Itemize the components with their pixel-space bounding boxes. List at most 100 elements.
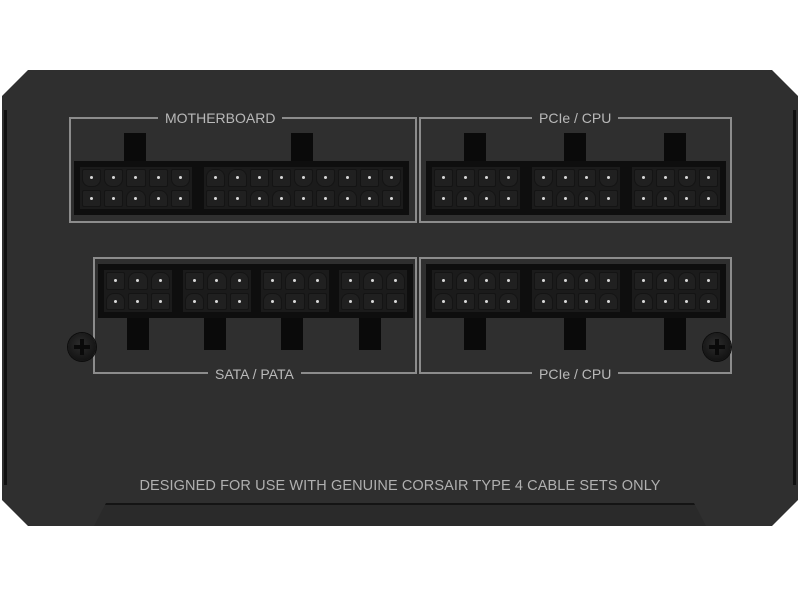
pin: [126, 189, 146, 207]
pin: [206, 169, 225, 187]
pin: [534, 169, 553, 187]
pin: [599, 169, 618, 187]
pcie-cpu-top-connector-3[interactable]: [626, 161, 726, 215]
pin: [207, 292, 227, 310]
pin: [338, 169, 357, 187]
pin: [555, 189, 575, 207]
pin: [577, 272, 597, 290]
pin: [434, 189, 453, 207]
pin: [655, 272, 675, 290]
motherboard-label: MOTHERBOARD: [158, 110, 283, 126]
pin: [250, 189, 269, 207]
pcie-cpu-top-label: PCIe / CPU: [532, 110, 619, 126]
motherboard-10pin-connector[interactable]: [74, 161, 198, 215]
pin: [555, 292, 575, 310]
pin: [185, 272, 205, 290]
sata-pata-connector-3[interactable]: [255, 264, 335, 318]
pin: [228, 189, 247, 207]
latch: [564, 318, 586, 350]
pin: [477, 169, 497, 187]
pin: [634, 189, 653, 207]
pin: [82, 169, 102, 187]
pin: [128, 272, 148, 290]
pin: [634, 272, 653, 290]
pin: [263, 272, 283, 290]
latch: [281, 318, 303, 350]
pin: [228, 169, 247, 187]
latch: [291, 133, 313, 163]
pin: [677, 189, 697, 207]
pin: [699, 189, 718, 207]
pcie-cpu-top-connector-1[interactable]: [426, 161, 526, 215]
pin: [148, 189, 168, 207]
pin: [534, 272, 553, 290]
pin: [382, 189, 401, 207]
pin: [677, 272, 697, 290]
pin: [106, 272, 126, 290]
pin: [655, 292, 675, 310]
pin: [455, 169, 475, 187]
cable-compatibility-notice: DESIGNED FOR USE WITH GENUINE CORSAIR TY…: [139, 478, 661, 494]
pin: [307, 292, 327, 310]
pin: [677, 292, 697, 310]
pin: [434, 272, 453, 290]
pin: [555, 169, 575, 187]
latch: [204, 318, 226, 350]
pin: [106, 292, 126, 310]
pin: [170, 189, 190, 207]
pin: [360, 189, 379, 207]
latch: [124, 133, 146, 163]
sata-pata-connector-4[interactable]: [333, 264, 413, 318]
sata-pata-connector-1[interactable]: [98, 264, 178, 318]
pin: [263, 292, 283, 310]
pin: [499, 169, 518, 187]
pcie-cpu-bottom-connector-2[interactable]: [526, 264, 626, 318]
pcie-cpu-bottom-label: PCIe / CPU: [532, 366, 619, 382]
pin: [677, 169, 697, 187]
pin: [229, 272, 249, 290]
pin: [455, 292, 475, 310]
pin: [294, 189, 313, 207]
pin: [360, 169, 379, 187]
pin: [272, 189, 291, 207]
pin: [307, 272, 327, 290]
pin: [534, 292, 553, 310]
pcie-cpu-bottom-connector-3[interactable]: [626, 264, 726, 318]
pin: [455, 189, 475, 207]
pin: [477, 292, 497, 310]
pin: [363, 272, 383, 290]
motherboard-18pin-connector[interactable]: [198, 161, 409, 215]
pin: [555, 272, 575, 290]
pin: [499, 272, 518, 290]
sata-pata-connector-2[interactable]: [177, 264, 257, 318]
pcie-cpu-top-connector-2[interactable]: [526, 161, 626, 215]
pin: [699, 272, 718, 290]
pin: [499, 292, 518, 310]
latch: [564, 133, 586, 163]
pin: [128, 292, 148, 310]
pin: [455, 272, 475, 290]
pin: [577, 189, 597, 207]
pcie-cpu-bottom-connector-1[interactable]: [426, 264, 526, 318]
pin: [316, 169, 335, 187]
pin: [699, 169, 718, 187]
pin: [185, 292, 205, 310]
pin: [599, 292, 618, 310]
pin: [285, 272, 305, 290]
pin: [382, 169, 401, 187]
panel-bottom-groove: [94, 503, 706, 526]
pin: [655, 189, 675, 207]
pin: [434, 292, 453, 310]
pin: [385, 272, 405, 290]
panel-left-edge: [4, 110, 7, 485]
latch: [664, 318, 686, 350]
pin: [170, 169, 190, 187]
latch: [127, 318, 149, 350]
screw-left-icon: [68, 333, 96, 361]
pin: [316, 189, 335, 207]
pin: [285, 292, 305, 310]
pin: [385, 292, 405, 310]
pin: [499, 189, 518, 207]
pin: [577, 169, 597, 187]
pin: [338, 189, 357, 207]
